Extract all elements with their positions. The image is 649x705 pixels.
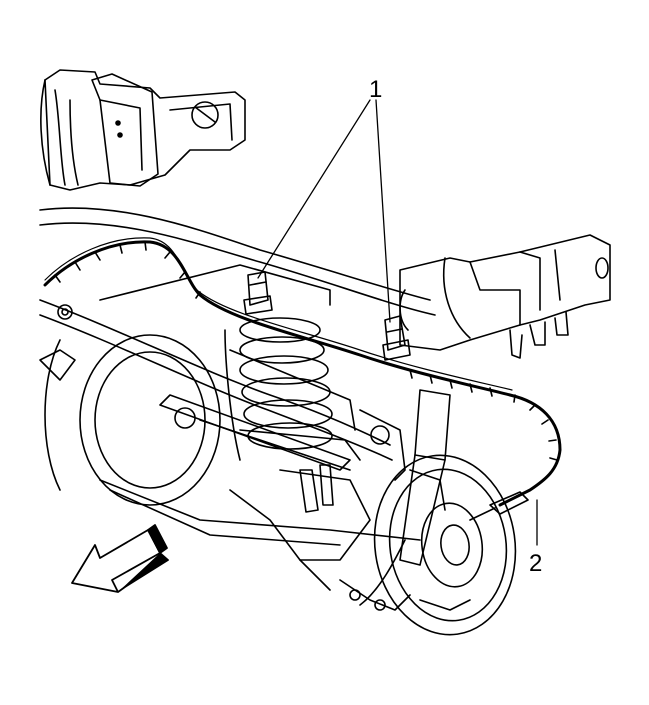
cable-clip-right [382, 315, 411, 361]
cable-clip-left [243, 271, 273, 315]
parking-brake-cable [43, 237, 562, 521]
callout-1-label: 1 [369, 76, 383, 103]
lower-control-arm [159, 349, 406, 481]
callout-2-label: 2 [529, 550, 543, 577]
frame-rail [39, 207, 436, 461]
front-direction-arrow-icon [71, 524, 169, 593]
differential-housing [39, 334, 421, 591]
brake-backing-plate [339, 454, 517, 636]
right-frame-bracket [399, 234, 611, 359]
upper-frame-bracket [40, 69, 246, 191]
coil-spring [224, 317, 333, 461]
shock-absorber [359, 389, 451, 606]
callout-leaders [257, 99, 538, 546]
